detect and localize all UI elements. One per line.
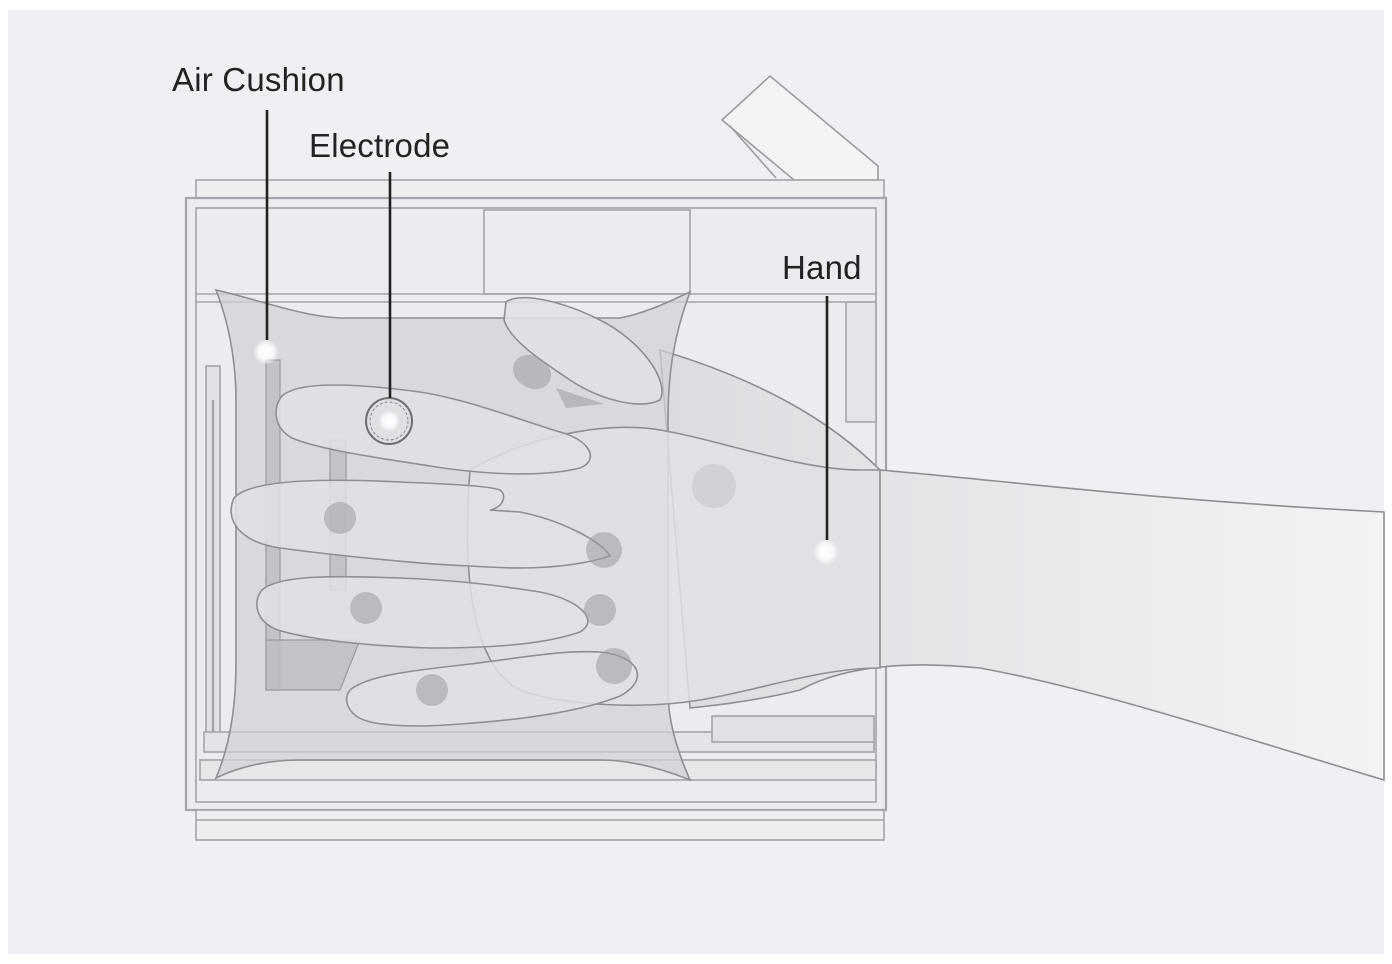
electrode-pads: [324, 354, 736, 706]
leader-lines: [265, 110, 829, 540]
air-cushion-marker: [253, 339, 279, 365]
hand-outline: [230, 296, 881, 727]
electrode-marker: [365, 397, 413, 445]
electrode-label: Electrode: [309, 127, 451, 164]
hand-label: Hand: [782, 249, 862, 286]
hand-marker: [813, 539, 839, 565]
air-cushion-label: Air Cushion: [172, 61, 345, 98]
forearm: [659, 348, 1385, 782]
device-vent-flap: [720, 74, 879, 181]
